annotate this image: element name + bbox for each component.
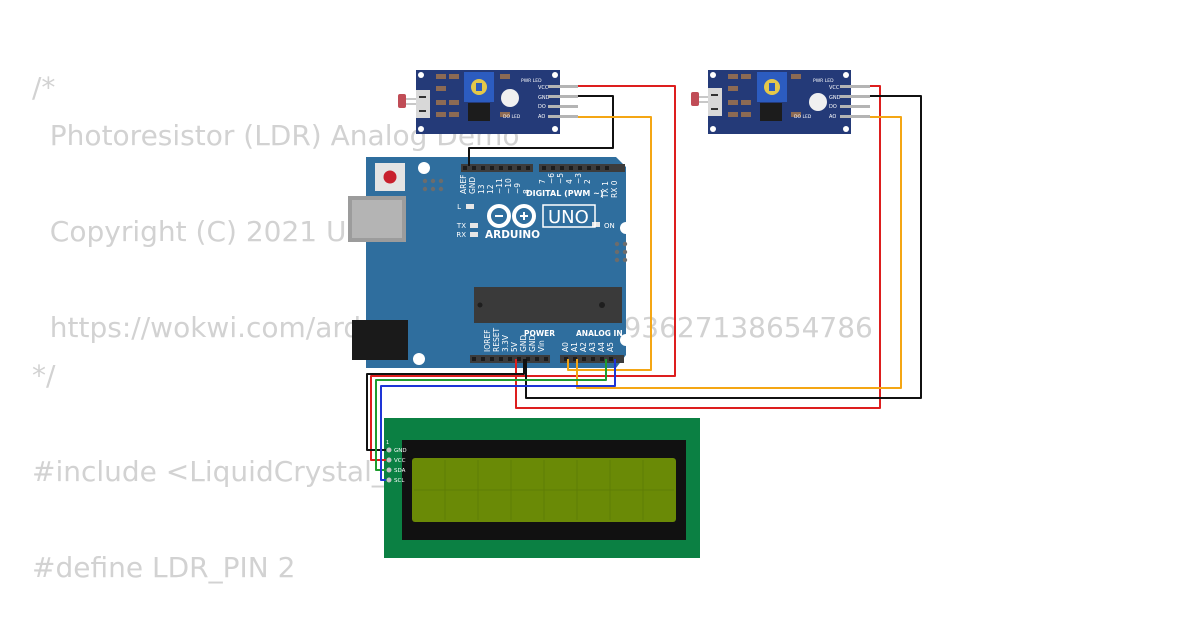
potentiometer[interactable] (757, 72, 787, 102)
wire-ldr1-gnd[interactable] (468, 95, 614, 166)
code-line: #define LDR_PIN 2 (32, 551, 296, 584)
ldr-module-1[interactable]: PWR LED DO LED VCC GND DO AO (398, 70, 578, 134)
pin-label: RX 0 (610, 180, 619, 198)
power-header-label: POWER (524, 329, 555, 338)
wire-ldr2-ao[interactable] (576, 116, 902, 389)
pin-label: A4 (597, 342, 606, 352)
pin-label: DO (829, 104, 837, 110)
pin-label: 5V (510, 341, 519, 352)
pwr-led-label: PWR LED (813, 78, 834, 84)
pin-label: A0 (561, 342, 570, 352)
pin-label: GND (468, 177, 477, 194)
power-header (470, 355, 550, 363)
led-l (466, 204, 474, 209)
pin-label: TX 1 (601, 181, 610, 199)
pin-label: ~5 (556, 173, 565, 184)
pin-label: AO (538, 114, 545, 120)
photoresistor (398, 94, 406, 108)
comparator-chip (760, 103, 782, 121)
pin-label: DO (538, 104, 546, 110)
do-led-label: DO LED (503, 114, 521, 120)
analog-header (560, 355, 624, 363)
wire-lcd-sda[interactable] (375, 359, 607, 471)
pin-label: GND (519, 335, 528, 352)
ldr-module-2[interactable]: PWR LED DO LED VCC GND DO AO (691, 70, 870, 134)
led-tx-label: TX (456, 222, 466, 230)
pin-label: VCC (829, 85, 840, 91)
photoresistor (691, 92, 699, 106)
arduino-brand: ARDUINO (485, 229, 540, 241)
lcd-pin-label: GND (394, 448, 407, 454)
pin-label: AREF (459, 175, 468, 194)
reset-button[interactable] (375, 163, 405, 191)
analog-header-label: ANALOG IN (576, 329, 623, 338)
status-led (501, 89, 519, 107)
wire-lcd-gnd[interactable] (366, 359, 525, 451)
lcd-pin1-label: 1 (386, 440, 389, 446)
arduino-model: UNO (548, 207, 589, 228)
pin-label: ~3 (574, 173, 583, 184)
pin-label: GND (829, 95, 841, 101)
potentiometer[interactable] (464, 72, 494, 102)
led-l-label: L (457, 203, 461, 211)
pin-label: ~9 (513, 183, 522, 194)
led-tx (470, 223, 478, 228)
pin-label: AO (829, 114, 836, 120)
wire-ldr1-ao[interactable] (567, 116, 652, 371)
pin-label: A1 (570, 342, 579, 352)
pin-label: A2 (579, 342, 588, 352)
pin-label: GND (538, 95, 550, 101)
pin-label: VCC (538, 85, 549, 91)
pin-label: ~11 (495, 178, 504, 194)
pin-label: Vin (537, 340, 546, 352)
pin-label: 13 (477, 184, 486, 194)
power-jack (352, 320, 408, 360)
pin-label: IOREF (483, 330, 492, 352)
pin-label: A5 (606, 342, 615, 352)
pin-label: 12 (486, 184, 495, 194)
arduino-infinity-logo (487, 204, 536, 228)
pin-label: 8 (522, 189, 531, 194)
wire-ldr2-vcc[interactable] (515, 85, 881, 409)
lcd-pin-label: SDA (394, 468, 406, 474)
lcd-pin-label: SCL (394, 478, 405, 484)
comparator-chip (468, 103, 490, 121)
pin-label: 4 (565, 179, 574, 184)
led-on-label: ON (604, 222, 615, 230)
pin-label: GND (528, 335, 537, 352)
do-led-label: DO LED (794, 114, 812, 120)
pwr-led-label: PWR LED (521, 78, 542, 84)
led-rx (470, 232, 478, 237)
arduino-uno-board[interactable]: AREF GND 13 12 ~11 ~10 ~9 8 7 ~6 ~5 4 ~3… (348, 157, 632, 368)
atmega-chip (474, 287, 622, 323)
pin-label: RESET (492, 328, 501, 352)
lcd1602-display[interactable]: 1 GND VCC SDA SCL (384, 418, 700, 558)
pin-label: 2 (583, 179, 592, 184)
pin-label: A3 (588, 342, 597, 352)
pin-label: ~6 (547, 173, 556, 184)
digital-header-label: DIGITAL (PWM ~) (526, 189, 604, 198)
pin-label: 7 (538, 179, 547, 184)
lcd-pin-label: VCC (394, 458, 406, 464)
led-on (592, 222, 600, 227)
status-led (809, 93, 827, 111)
code-line: */ (32, 359, 56, 392)
code-line: /* (32, 71, 56, 104)
pin-label: ~10 (504, 178, 513, 194)
pin-label: 3.3V (501, 334, 510, 352)
led-rx-label: RX (456, 231, 466, 239)
wire-ldr1-vcc[interactable] (370, 85, 676, 461)
digital-header (461, 164, 625, 172)
wire-lcd-scl[interactable] (380, 359, 616, 481)
